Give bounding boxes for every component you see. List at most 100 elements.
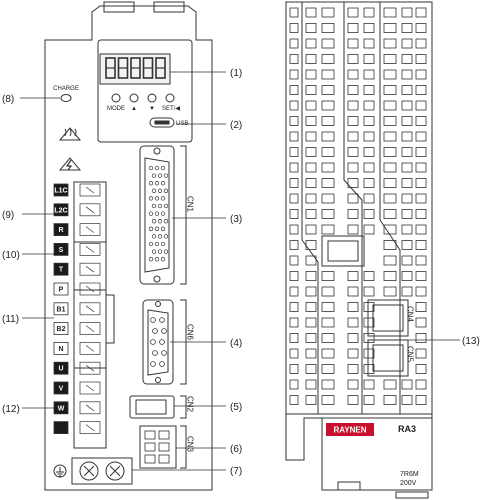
vent-slot [321,379,335,390]
vent-slot [415,7,427,18]
brand-name: RAYNEN [333,426,366,435]
vent-slot [321,131,335,142]
vent-slot [363,271,375,281]
cn1-pin [154,211,160,216]
vent-slot [383,85,397,95]
vent-slot [415,240,427,250]
cn1-pin [157,219,163,224]
vent-slot [415,302,427,312]
vent-slot [321,54,335,64]
vent-slot [415,69,427,80]
cn1-pin [157,188,163,193]
vent-slot [289,147,299,157]
terminal-slot [79,282,101,296]
vent-slot [415,348,427,359]
terminal-text: T [59,267,64,274]
terminal-text: U [58,366,63,373]
callout-10: (10) [2,250,20,261]
front-view [44,1,213,491]
vent-slot [401,38,413,49]
vent-slot [347,162,359,173]
vent-slot [347,395,359,405]
vent-slot [383,54,397,64]
cn6-pin-grid [150,317,167,367]
cn1-pin [148,257,154,262]
terminal-slot [79,361,101,375]
vent-slot [363,286,375,297]
vent-slot [289,271,299,281]
terminal-l1c: L1C [53,183,69,197]
vent-slot [289,116,299,126]
terminal-slot [79,223,101,236]
terminal-w: W [53,401,69,415]
vent-slot [415,178,427,188]
vent-slot [363,379,375,390]
vent-slot [415,255,427,266]
vent-slot [347,85,359,95]
cn1-pin [154,257,160,262]
vent-slot [305,209,317,219]
cn1-label: CN1 [186,196,195,213]
vent-slot [415,395,427,405]
vent-slot [347,317,359,328]
vent-slot [289,38,299,49]
cn1-pin [148,196,154,201]
terminal-p: P [53,282,69,296]
vent-slot [289,178,299,188]
vent-slot [347,38,359,49]
charge-label: CHARGE [53,86,79,92]
vent-slot [415,85,427,95]
terminal-text: S [59,247,64,254]
seven-segment-display [105,57,166,79]
vent-slot [383,38,397,49]
callout-8: (8) [2,94,14,105]
vent-slot [305,271,317,281]
cn1-pin-grid [148,165,169,262]
vent-slot [383,209,397,219]
terminal-slot [79,203,101,217]
cn1-pin [163,173,169,178]
vent-slot [289,85,299,95]
vent-slot [347,348,359,359]
cn1-pin [154,226,160,231]
cn3-pin [144,430,156,440]
vent-slot [363,364,375,374]
terminal-t: T [53,262,69,276]
vent-slot [321,317,335,328]
terminal-s: S [53,242,69,256]
terminal-u: U [53,361,69,375]
cn6-pin [152,350,158,356]
vent-slot [321,147,335,157]
cn1-pin [151,203,157,209]
cn3-pin [158,442,170,452]
vent-slot [321,193,335,204]
vent-slot [321,224,335,235]
terminal-text: N [58,346,63,353]
vent-slot [305,23,317,33]
callout-7: (7) [230,466,242,477]
vent-slot [305,395,317,405]
vent-slot [383,116,397,126]
vent-slot [347,116,359,126]
callout-4: (4) [230,338,242,349]
vent-slot [305,286,317,297]
terminal-n: N [53,341,69,355]
vent-slot [415,38,427,49]
vent-slot [321,7,335,18]
vent-slot [347,69,359,80]
vent-slot [289,54,299,64]
cn1-pin [163,219,169,224]
vent-slot [363,333,375,343]
vent-slot [305,193,317,204]
vent-slot [305,302,317,312]
vent-slot [415,162,427,173]
vent-slot [401,7,413,18]
cn1-pin [151,188,157,193]
terminal-slot [79,421,101,434]
vent-slot [305,38,317,49]
vent-slot [383,271,397,281]
vent-slot [401,178,413,188]
vent-slot [363,209,375,219]
vent-slot [347,193,359,204]
vent-slot [383,255,397,266]
